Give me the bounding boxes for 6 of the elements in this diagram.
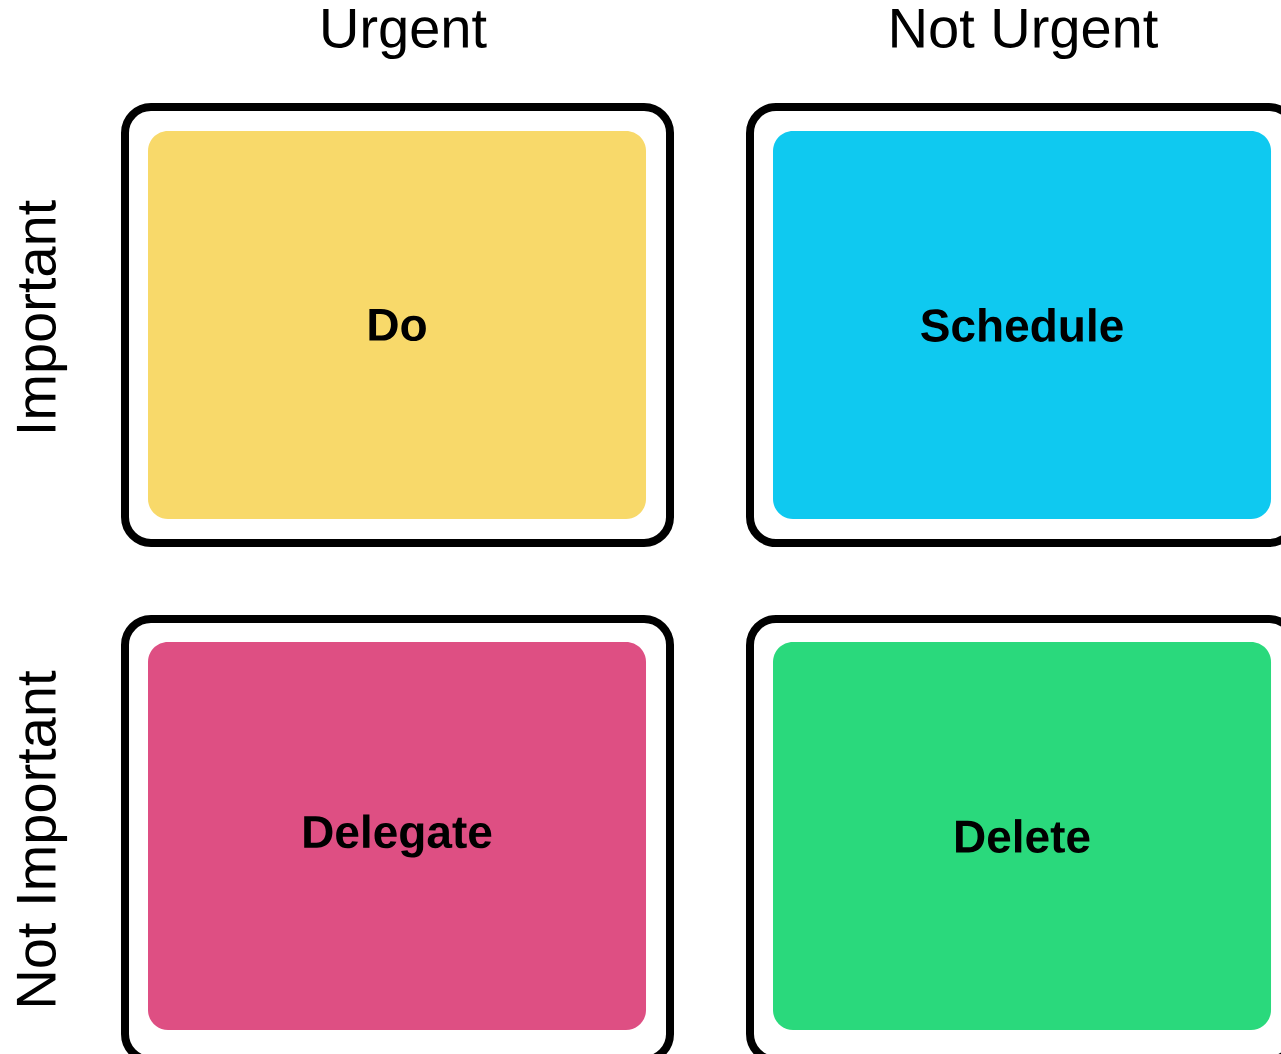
quadrant-card: Do [121, 103, 674, 547]
quadrant-card: Schedule [746, 103, 1281, 547]
axis-label: Not Important [16, 670, 68, 1006]
quadrant-card: Delete [746, 615, 1281, 1054]
axis-label: Important [16, 200, 68, 432]
quadrant-card: Delegate [121, 615, 674, 1054]
